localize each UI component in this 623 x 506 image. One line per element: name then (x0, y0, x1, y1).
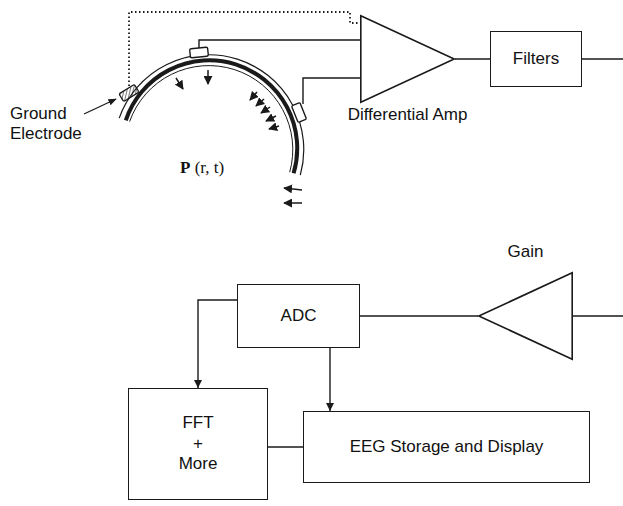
component-label: Ground Electrode (10, 104, 102, 145)
signal-wire (455, 58, 490, 59)
process-box: Filters (490, 31, 582, 87)
input-wire (199, 40, 360, 48)
box-label: EEG Storage and Display (350, 437, 544, 457)
process-box: ADC (237, 284, 360, 348)
input-wire (303, 78, 360, 104)
process-box: EEG Storage and Display (303, 411, 590, 483)
electrode-pad (119, 84, 139, 101)
amplifier-symbol (360, 15, 455, 103)
box-label: FFT + More (179, 413, 218, 474)
electrode-symbol (119, 86, 139, 100)
triangle-outline (361, 16, 454, 102)
scalp-electrode (190, 47, 209, 58)
dipole-arrows (176, 70, 302, 203)
signal-wire (573, 315, 623, 316)
leader-line (84, 99, 116, 114)
amplifier-triangle: Differential Amp (360, 15, 455, 103)
signal-wire (268, 446, 303, 447)
gain-triangle: Gain (478, 272, 573, 360)
ground-electrode: Ground Electrode (119, 86, 139, 100)
signal-label: P (r, t) (180, 158, 224, 178)
signal-wire (329, 348, 330, 411)
component-label: Gain (448, 242, 603, 262)
amplifier-symbol (478, 272, 573, 360)
component-label: Differential Amp (320, 105, 495, 125)
skull-arc (126, 60, 297, 173)
scalp-arc (119, 55, 304, 175)
box-label: Filters (513, 49, 559, 69)
triangle-outline (479, 273, 572, 359)
process-box: FFT + More (128, 388, 268, 500)
signal-wire (360, 315, 478, 316)
scalp-electrode (291, 102, 306, 122)
signal-wire (582, 58, 623, 59)
signal-wire (198, 300, 237, 388)
box-label: ADC (281, 306, 317, 326)
cortex-arc (130, 66, 293, 173)
ground-wire (129, 12, 360, 86)
